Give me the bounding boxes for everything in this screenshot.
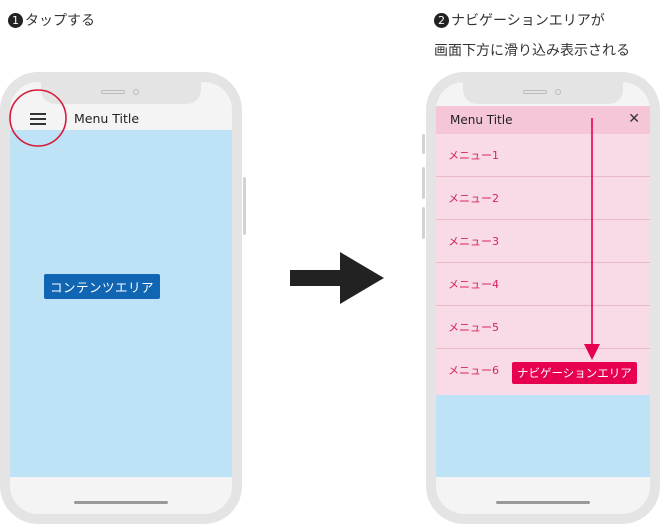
home-indicator xyxy=(496,501,590,504)
camera xyxy=(133,89,139,95)
navigation-panel: Menu Title ✕ メニュー1 メニュー2 メニュー3 メニュー4 メニュ… xyxy=(436,106,650,395)
side-button xyxy=(422,134,425,154)
menu-title: Menu Title xyxy=(74,111,140,126)
close-icon[interactable]: ✕ xyxy=(628,111,640,127)
home-indicator xyxy=(74,501,168,504)
step2-number: 2 xyxy=(434,13,449,28)
nav-header: Menu Title ✕ xyxy=(436,106,650,134)
phone-screen: Menu Title コンテンツエリア xyxy=(10,82,232,514)
speaker xyxy=(523,90,547,94)
menu-title: Menu Title xyxy=(450,113,513,127)
menu-item[interactable]: メニュー2 xyxy=(436,177,650,220)
side-button xyxy=(243,177,246,235)
menu-item[interactable]: メニュー1 xyxy=(436,134,650,177)
down-arrow-icon xyxy=(584,118,600,360)
phone-notch xyxy=(463,82,623,104)
camera xyxy=(555,89,561,95)
content-area-label: コンテンツエリア xyxy=(44,274,161,299)
menu-item[interactable]: メニュー4 xyxy=(436,263,650,306)
side-button xyxy=(422,167,425,199)
step1-text: タップする xyxy=(25,13,95,29)
tap-highlight-circle xyxy=(9,89,67,147)
step2-text-line2: 画面下方に滑り込み表示される xyxy=(434,43,630,59)
speaker xyxy=(101,90,125,94)
phone-after: Menu Title ✕ メニュー1 メニュー2 メニュー3 メニュー4 メニュ… xyxy=(422,72,660,524)
right-arrow-icon xyxy=(290,252,384,304)
phone-before: Menu Title コンテンツエリア xyxy=(0,72,246,524)
navigation-area-label: ナビゲーションエリア xyxy=(512,362,637,384)
content-area: コンテンツエリア xyxy=(10,130,232,477)
step2-text-line1: ナビゲーションエリアが xyxy=(451,13,605,29)
hamburger-icon[interactable] xyxy=(30,113,46,128)
menu-item[interactable]: メニュー5 xyxy=(436,306,650,349)
phone-notch xyxy=(41,82,201,104)
side-button xyxy=(422,207,425,239)
menu-item[interactable]: メニュー3 xyxy=(436,220,650,263)
menu-item[interactable]: メニュー6 xyxy=(448,364,499,377)
phone-screen: Menu Title ✕ メニュー1 メニュー2 メニュー3 メニュー4 メニュ… xyxy=(436,82,650,514)
step1-number: 1 xyxy=(8,13,23,28)
